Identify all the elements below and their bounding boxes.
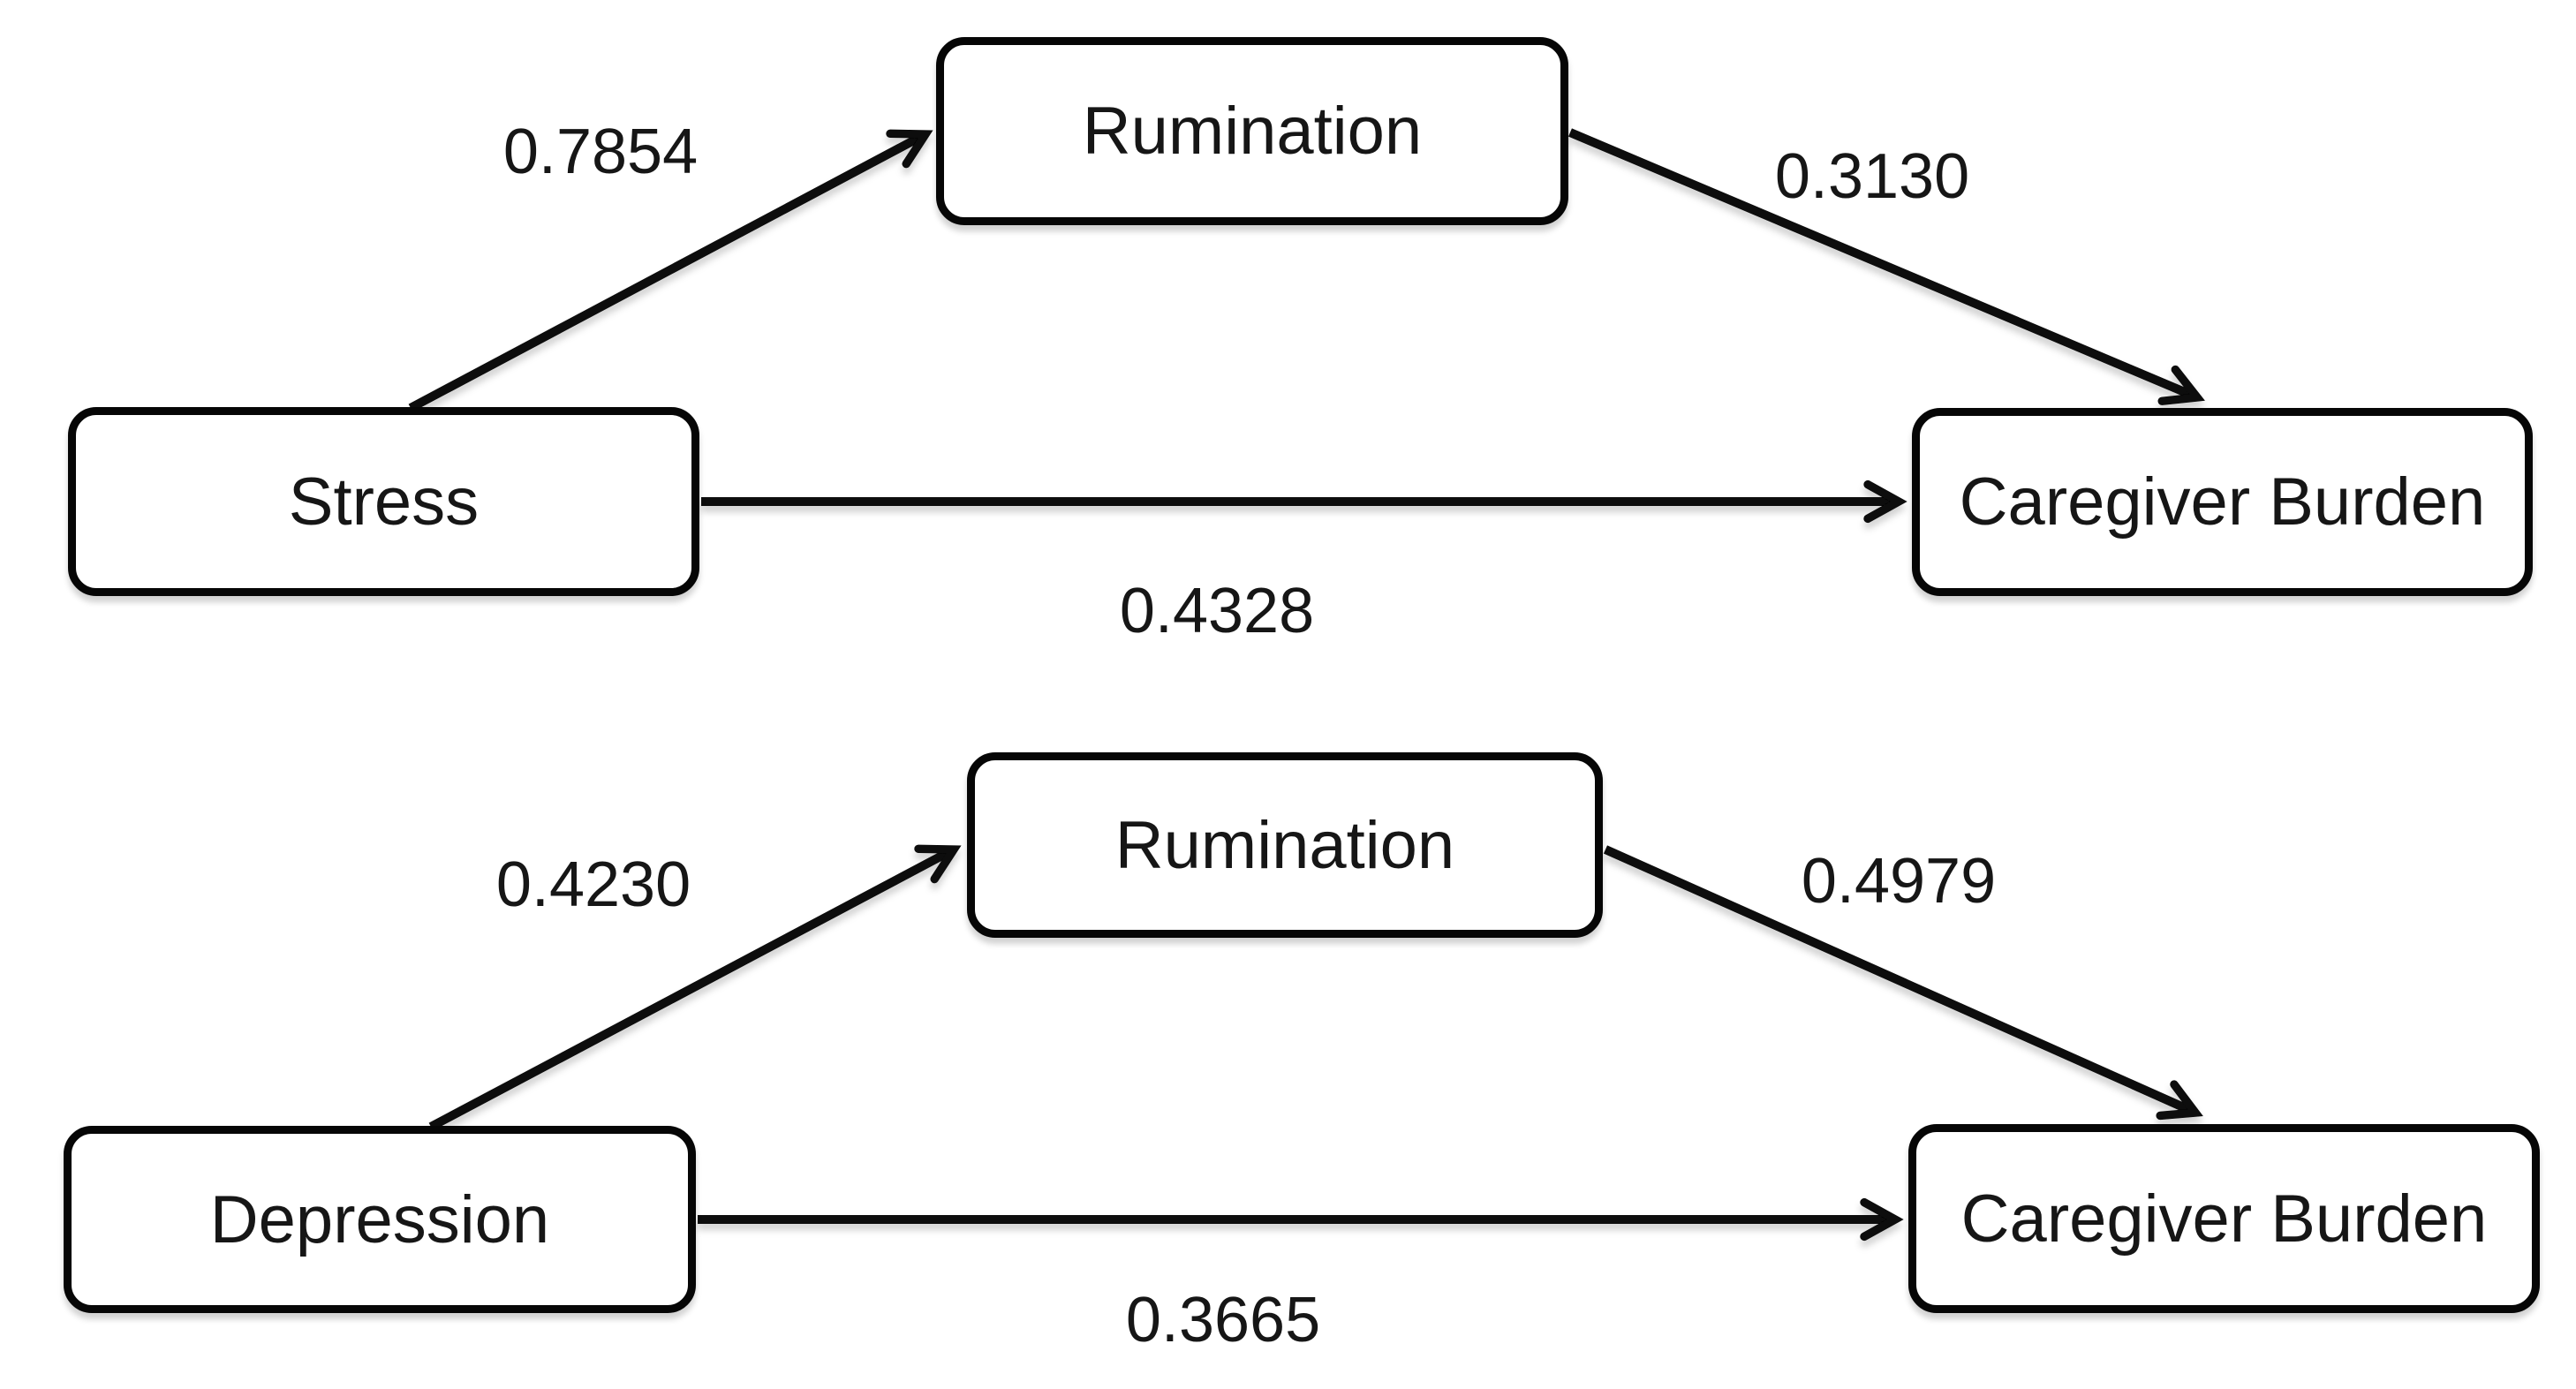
predictor-box-stress: Stress	[68, 407, 699, 596]
coefficient-stress-to-rumination: 0.7854	[502, 117, 699, 187]
rumination-to-caregiver-burden-arrow-bottom	[1603, 845, 2203, 1121]
coefficient-stress-to-caregiver-burden-direct: 0.4328	[1119, 576, 1315, 646]
mediator-box-rumination-bottom: Rumination	[967, 752, 1603, 938]
coefficient-depression-to-caregiver-burden-direct: 0.3665	[1125, 1285, 1321, 1355]
outcome-box-caregiver-burden-bottom: Caregiver Burden	[1908, 1124, 2540, 1313]
rumination-to-caregiver-burden-arrow-top	[1568, 128, 2205, 405]
coefficient-rumination-to-caregiver-burden-top: 0.3130	[1774, 141, 1970, 212]
stress-to-rumination-arrow	[408, 129, 933, 412]
outcome-box-caregiver-burden-top: Caregiver Burden	[1912, 408, 2533, 596]
mediator-box-rumination-top: Rumination	[936, 37, 1568, 225]
depression-to-rumination-arrow	[428, 844, 962, 1131]
predictor-box-depression: Depression	[64, 1126, 696, 1313]
coefficient-depression-to-rumination: 0.4230	[495, 849, 691, 920]
coefficient-rumination-to-caregiver-burden-bottom: 0.4979	[1801, 846, 1997, 917]
